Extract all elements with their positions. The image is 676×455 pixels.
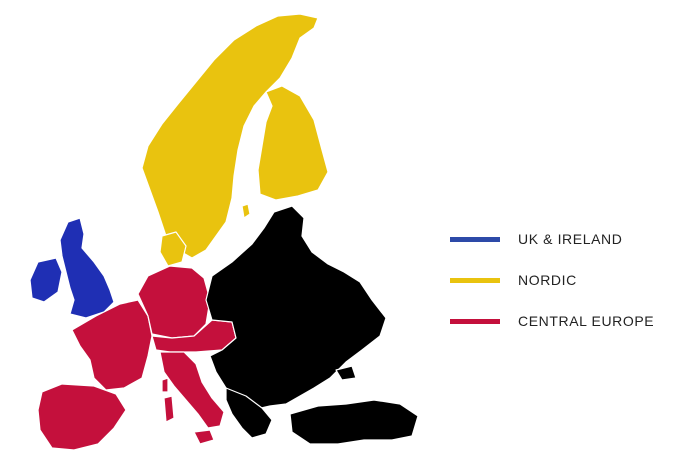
great-britain bbox=[59, 217, 115, 319]
other-countries-region bbox=[205, 205, 419, 445]
legend-label-uk-ireland: UK & IRELAND bbox=[518, 231, 623, 247]
sicily bbox=[193, 429, 215, 445]
italy bbox=[159, 351, 225, 429]
ireland bbox=[29, 257, 63, 303]
balkans-greece bbox=[225, 387, 273, 439]
scandinavian-peninsula bbox=[141, 13, 319, 259]
legend-label-central-europe: CENTRAL EUROPE bbox=[518, 313, 655, 329]
iberia bbox=[37, 383, 127, 451]
crimea bbox=[335, 365, 357, 381]
legend-label-nordic: NORDIC bbox=[518, 272, 577, 288]
sardinia bbox=[163, 395, 175, 423]
denmark bbox=[159, 231, 187, 267]
legend-swatch-central-europe bbox=[450, 318, 500, 324]
france bbox=[71, 299, 153, 391]
legend-item-nordic: NORDIC bbox=[450, 269, 676, 291]
legend-item-central-europe: CENTRAL EUROPE bbox=[450, 310, 676, 332]
turkey bbox=[289, 399, 419, 445]
gotland bbox=[241, 203, 251, 219]
corsica bbox=[161, 377, 169, 393]
map-legend: UK & IRELAND NORDIC CENTRAL EUROPE bbox=[450, 228, 676, 351]
europe-region-map bbox=[29, 13, 419, 451]
finland bbox=[257, 85, 329, 201]
central-europe-region bbox=[37, 265, 237, 451]
nordic-region bbox=[141, 13, 329, 267]
uk-ireland-region bbox=[29, 217, 115, 319]
legend-item-uk-ireland: UK & IRELAND bbox=[450, 228, 676, 250]
germany-benelux bbox=[137, 265, 211, 339]
legend-swatch-uk-ireland bbox=[450, 236, 500, 242]
eastern-europe bbox=[205, 205, 387, 411]
legend-swatch-nordic bbox=[450, 277, 500, 283]
